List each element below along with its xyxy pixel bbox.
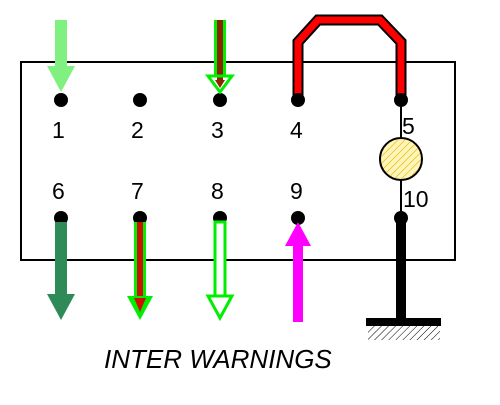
arrow-pin-7-icon [127, 222, 153, 320]
arrow-pin-8-icon [205, 220, 235, 322]
ground-symbol-icon [366, 218, 441, 340]
arrow-pin-6-icon [47, 222, 75, 320]
pin-dot-4 [291, 93, 305, 107]
pin-dot-2 [133, 93, 147, 107]
jumper-wire-4-5 [292, 14, 407, 100]
pin-label-8: 8 [211, 178, 224, 204]
pin-label-3: 3 [211, 117, 224, 143]
arrow-pin-3-icon [205, 20, 235, 95]
pin-label-2: 2 [131, 117, 144, 143]
arrow-pin-1-icon [47, 20, 75, 92]
pin-label-6: 6 [52, 178, 65, 204]
pin-label-1: 1 [52, 117, 65, 143]
pin-label-5: 5 [402, 113, 415, 139]
pin-label-7: 7 [131, 178, 144, 204]
pin-label-10: 10 [403, 186, 429, 212]
pin-dot-3 [213, 93, 227, 107]
pin-dots [54, 93, 408, 225]
pin-dot-9 [291, 211, 305, 225]
lamp-icon [379, 137, 423, 181]
arrow-pin-9-icon [285, 222, 311, 322]
pin-label-9: 9 [290, 178, 303, 204]
pin-dot-5 [394, 93, 408, 107]
pin-dot-1 [54, 93, 68, 107]
pin-dot-6 [54, 211, 68, 225]
pin-dot-7 [133, 211, 147, 225]
pin-labels: 1 2 3 4 5 6 7 8 9 10 [52, 113, 429, 212]
diagram-caption: INTER WARNINGS [104, 344, 332, 374]
pin-label-4: 4 [290, 117, 303, 143]
pin-dot-10 [394, 211, 408, 225]
